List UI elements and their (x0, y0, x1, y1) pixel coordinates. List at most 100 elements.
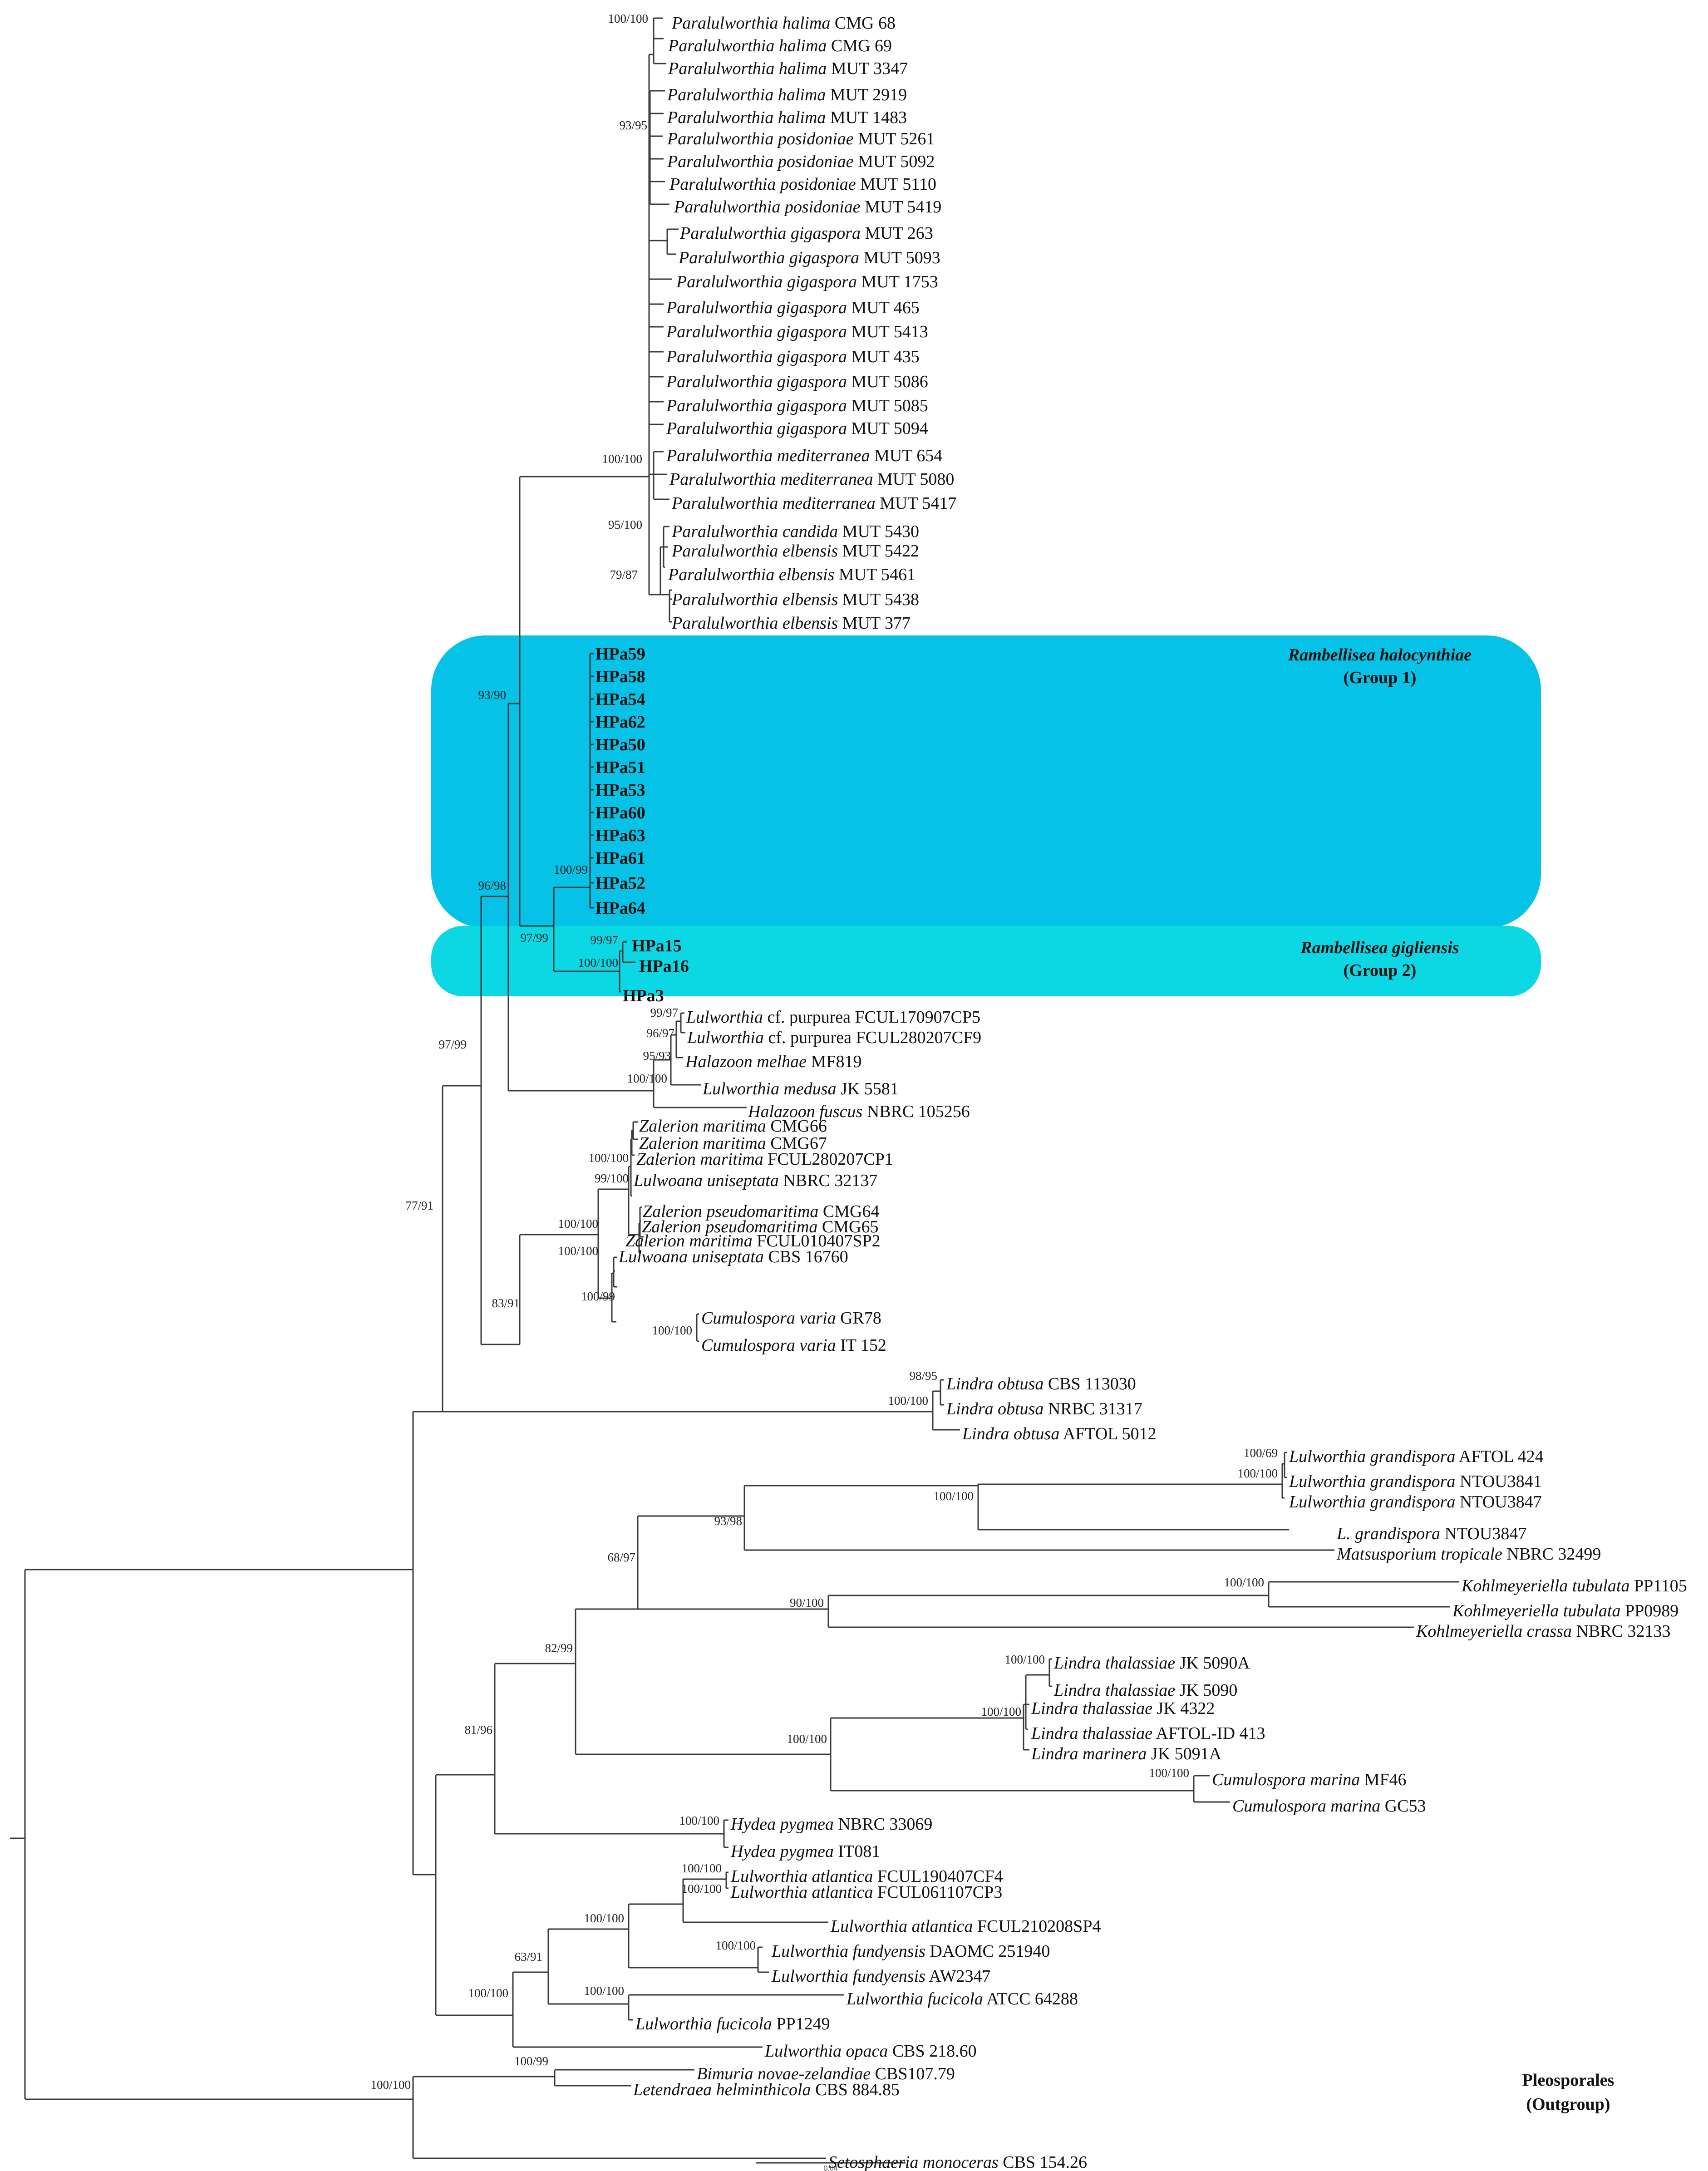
taxon-species-name: Paralulworthia halima (671, 14, 830, 33)
taxon-species-name: Lulwoana uniseptata (618, 1247, 764, 1266)
taxon-strain: ATCC 64288 (983, 1989, 1078, 2009)
group2-highlight (431, 926, 1541, 996)
taxon-strain: FCUL190407CF4 (873, 1867, 1003, 1886)
support-value: 99/97 (590, 933, 618, 947)
taxon-label: Paralulworthia gigaspora MUT 5093 (678, 248, 940, 267)
taxon-label: Cumulospora varia IT 152 (701, 1336, 886, 1355)
support-value: 95/93 (643, 1049, 671, 1063)
group1-label: (Group 1) (1344, 668, 1417, 687)
support-value: 100/100 (681, 1882, 722, 1895)
support-value: 97/99 (520, 931, 548, 945)
taxon-strain: DAOMC 251940 (925, 1942, 1050, 1961)
taxon-label: Lulworthia atlantica FCUL190407CF4 (730, 1867, 1003, 1886)
taxon-label: Letendraea helminthicola CBS 884.85 (633, 2080, 900, 2099)
taxon-species-name: Lulworthia (686, 1008, 763, 1027)
taxon-strain: MUT 5093 (859, 248, 940, 267)
taxon-label: Kohlmeyeriella tubulata PP0989 (1452, 1601, 1678, 1620)
taxon-label: Lulworthia fucicola ATCC 64288 (846, 1989, 1078, 2009)
support-value: 100/100 (584, 1911, 624, 1925)
taxon-strain: CBS 16760 (764, 1247, 848, 1266)
group2-label: (Group 2) (1344, 961, 1417, 980)
taxon-species-name: Setosphaeria monoceras (828, 2153, 999, 2171)
taxon-strain: PP0989 (1620, 1601, 1678, 1620)
taxon-strain: PP1105 (1629, 1576, 1687, 1595)
taxon-label: Lulworthia grandispora AFTOL 424 (1289, 1447, 1544, 1466)
taxon-species-name: Lulworthia grandispora (1289, 1492, 1455, 1511)
taxon-species-name: Cumulospora marina (1212, 1770, 1360, 1789)
taxon-species-name: Paralulworthia posidoniae (674, 197, 861, 217)
taxon-strain: CBS 154.26 (999, 2153, 1087, 2171)
taxon-species-name: Hydea pygmea (730, 1842, 834, 1861)
taxon-label: Lindra thalassiae AFTOL-ID 413 (1031, 1724, 1265, 1743)
taxon-label: Lindra obtusa AFTOL 5012 (962, 1424, 1157, 1443)
taxon-strain: GC53 (1380, 1797, 1426, 1816)
taxon-species-name: Bimuria novae-zelandiae (697, 2064, 871, 2083)
support-value: 100/100 (888, 1394, 928, 1408)
taxon-strain: MUT 5419 (861, 197, 942, 217)
taxon-label: Lulworthia grandispora NTOU3841 (1289, 1472, 1542, 1491)
taxon-label: HPa63 (596, 826, 645, 845)
taxon-label: Paralulworthia elbensis MUT 377 (671, 614, 911, 633)
taxon-species-name: Lindra thalassiae (1053, 1654, 1175, 1673)
taxon-strain: FCUL010407SP2 (753, 1231, 881, 1250)
group1-species: Rambellisea halocynthiae (1288, 645, 1472, 665)
taxon-strain: MUT 5085 (847, 396, 928, 415)
support-value: 100/100 (1237, 1467, 1278, 1480)
taxon-strain: MUT 5080 (873, 470, 955, 489)
support-value: 100/100 (608, 12, 648, 25)
taxon-label: Paralulworthia halima MUT 1483 (667, 108, 907, 127)
taxon-species-name: Paralulworthia gigaspora (676, 272, 857, 291)
taxon-label: Lulworthia fucicola PP1249 (635, 2014, 830, 2033)
support-value: 96/97 (646, 1026, 674, 1040)
taxon-label: Paralulworthia posidoniae MUT 5261 (667, 129, 935, 148)
taxon-label: Paralulworthia gigaspora MUT 263 (679, 224, 933, 243)
scale-bar-label: 0.04 (823, 2165, 837, 2171)
support-value: 100/100 (558, 1217, 598, 1231)
taxon-strain: cf. purpurea FCUL170907CP5 (763, 1008, 980, 1027)
taxon-label: Matsusporium tropicale NBRC 32499 (1336, 1545, 1601, 1564)
taxon-strain: JK 4322 (1152, 1699, 1215, 1718)
taxon-species-name: Lulworthia atlantica (730, 1883, 873, 1902)
support-value: 100/100 (602, 452, 642, 466)
taxon-strain: CBS 218.60 (888, 2042, 976, 2061)
taxon-strain: NBRC 32137 (779, 1171, 877, 1190)
taxon-label: HPa16 (639, 957, 689, 976)
taxon-label: Zalerion maritima FCUL280207CP1 (636, 1150, 893, 1169)
taxon-label: HPa58 (596, 667, 645, 686)
taxon-species-name: Paralulworthia candida (671, 522, 838, 541)
taxon-strain: JK 5581 (837, 1079, 899, 1098)
taxon-species-name: Paralulworthia gigaspora (666, 396, 847, 415)
taxon-strain: CMG67 (766, 1134, 827, 1153)
support-value: 100/69 (1244, 1446, 1278, 1460)
taxon-strain: NTOU3841 (1455, 1472, 1541, 1491)
support-value: 93/95 (619, 118, 647, 132)
taxon-species-name: Paralulworthia mediterranea (669, 470, 873, 489)
support-value: 100/100 (558, 1244, 598, 1258)
outgroup-name: Pleosporales (1522, 2071, 1614, 2090)
taxon-strain: AW2347 (925, 1967, 991, 1986)
taxon-strain: CBS 884.85 (811, 2080, 900, 2099)
taxon-label: Paralulworthia gigaspora MUT 5086 (666, 372, 928, 391)
taxon-species-name: Paralulworthia mediterranea (666, 446, 870, 465)
taxon-label: Lulworthia cf. purpurea FCUL280207CF9 (687, 1028, 981, 1047)
support-value: 77/91 (405, 1199, 433, 1212)
taxon-species-name: Kohlmeyeriella crassa (1416, 1622, 1572, 1641)
taxon-label: Paralulworthia mediterranea MUT 654 (666, 446, 942, 465)
taxon-species-name: Paralulworthia gigaspora (666, 372, 847, 391)
support-value: 93/98 (714, 1514, 742, 1528)
taxon-label: Lindra thalassiae JK 5090A (1053, 1654, 1250, 1673)
taxon-strain: NBRC 33069 (834, 1815, 932, 1834)
taxon-species-name: Lulworthia fundyensis (771, 1942, 925, 1961)
taxon-species-name: Paralulworthia posidoniae (667, 152, 854, 171)
taxon-species-name: Paralulworthia gigaspora (666, 419, 847, 438)
taxon-strain: JK 5090 (1175, 1681, 1237, 1700)
taxon-species-name: Paralulworthia halima (667, 85, 826, 104)
taxon-strain: MF819 (807, 1052, 861, 1071)
taxon-strain: NTOU3847 (1455, 1492, 1541, 1511)
taxon-species-name: Cumulospora marina (1232, 1797, 1380, 1816)
taxon-label: Paralulworthia halima MUT 3347 (668, 59, 908, 78)
taxon-label: Paralulworthia gigaspora MUT 1753 (676, 272, 938, 291)
taxon-species-name: Lulworthia grandispora (1289, 1447, 1455, 1466)
support-value: 95/100 (608, 518, 642, 532)
